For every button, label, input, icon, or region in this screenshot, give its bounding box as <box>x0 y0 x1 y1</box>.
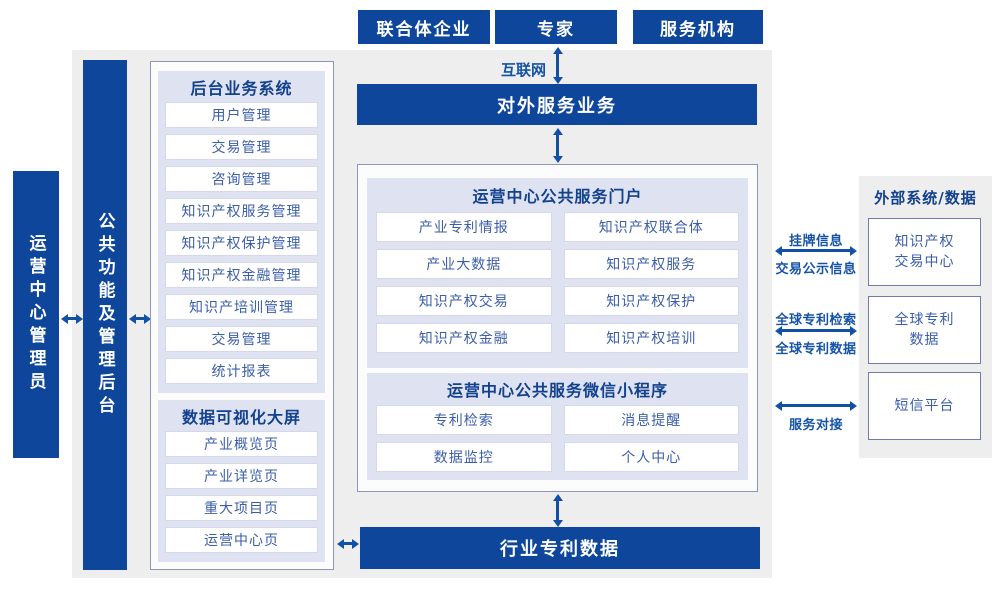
miniprogram-title: 运营中心公共服务微信小程序 <box>446 381 668 400</box>
link-label-service-docking: 服务对接 <box>788 418 843 433</box>
actor-consortium-box: 联合体企业 <box>358 10 490 44</box>
miniprogram-grid: 专利检索 消息提醒 数据监控 个人中心 <box>376 405 739 472</box>
dashboard-item: 产业概览页 <box>165 431 318 457</box>
external-box-ip-trade-center: 知识产权 交易中心 <box>868 218 981 286</box>
portal-item: 知识产权交易 <box>376 286 552 316</box>
portal-item: 知识产权联合体 <box>563 212 739 242</box>
external-box-global-patent-data: 全球专利 数据 <box>868 296 981 364</box>
portal-panel: 运营中心公共服务门户 产业专利情报 知识产权联合体 产业大数据 知识产权服务 知… <box>367 178 748 368</box>
internet-label: 互联网 <box>500 61 546 79</box>
double-arrow-icon-sms <box>782 404 850 407</box>
backend-item: 交易管理 <box>165 326 318 352</box>
backend-system-list: 用户管理 交易管理 咨询管理 知识产权服务管理 知识产权保护管理 知识产权金融管… <box>165 102 318 384</box>
external-service-label: 对外服务业务 <box>497 95 617 117</box>
double-arrow-icon-internet <box>556 54 559 77</box>
backend-item: 知识产权保护管理 <box>165 230 318 256</box>
dashboard-item: 重大项目页 <box>165 495 318 521</box>
portal-item: 知识产权保护 <box>563 286 739 316</box>
actor-expert-label: 专家 <box>537 19 575 40</box>
backend-item: 用户管理 <box>165 102 318 128</box>
link-label-global-patent-search: 全球专利检索 <box>775 313 857 328</box>
external-systems-panel: 外部系统/数据 知识产权 交易中心 全球专利 数据 短信平台 <box>859 176 992 458</box>
portal-item: 知识产权服务 <box>563 249 739 279</box>
operation-admin-box: 运营中心管理员 <box>13 171 59 458</box>
operation-admin-label: 运营中心管理员 <box>25 234 46 395</box>
dashboard-item: 产业详览页 <box>165 463 318 489</box>
industry-patent-data-label: 行业专利数据 <box>500 539 620 560</box>
actor-agency-box: 服务机构 <box>633 10 763 44</box>
dashboard-item: 运营中心页 <box>165 527 318 553</box>
industry-patent-data-bar: 行业专利数据 <box>360 527 760 569</box>
portal-grid: 产业专利情报 知识产权联合体 产业大数据 知识产权服务 知识产权交易 知识产权保… <box>376 212 739 353</box>
double-arrow-icon-backend-system <box>136 317 144 320</box>
actor-expert-box: 专家 <box>495 10 617 44</box>
external-systems-title: 外部系统/数据 <box>874 189 977 207</box>
miniprogram-item: 数据监控 <box>376 442 552 472</box>
double-arrow-icon-admin-backend <box>68 317 76 320</box>
external-service-bar: 对外服务业务 <box>357 84 757 125</box>
miniprogram-item: 个人中心 <box>563 442 739 472</box>
actor-consortium-label: 联合体企业 <box>376 19 472 40</box>
double-arrow-icon-dashboard-patent <box>344 542 352 545</box>
portal-item: 产业专利情报 <box>376 212 552 242</box>
double-arrow-icon-service-portal <box>556 135 559 156</box>
backend-item: 知识产培训管理 <box>165 294 318 320</box>
portal-item: 知识产权培训 <box>563 323 739 353</box>
actor-agency-label: 服务机构 <box>660 19 736 40</box>
miniprogram-panel: 运营中心公共服务微信小程序 专利检索 消息提醒 数据监控 个人中心 <box>367 373 748 480</box>
backend-item: 知识产权金融管理 <box>165 262 318 288</box>
backend-outer-box: 后台业务系统 用户管理 交易管理 咨询管理 知识产权服务管理 知识产权保护管理 … <box>150 61 334 570</box>
dashboard-title: 数据可视化大屏 <box>181 408 301 427</box>
backend-system-title: 后台业务系统 <box>190 79 293 98</box>
backend-item: 统计报表 <box>165 358 318 384</box>
double-arrow-icon-patent-data <box>556 501 559 520</box>
double-arrow-icon-global-patent <box>782 329 850 332</box>
link-label-listing-info: 挂牌信息 <box>788 234 843 249</box>
link-label-trade-publicity: 交易公示信息 <box>775 262 857 277</box>
service-outer-box: 运营中心公共服务门户 产业专利情报 知识产权联合体 产业大数据 知识产权服务 知… <box>357 164 758 492</box>
backend-item: 咨询管理 <box>165 166 318 192</box>
portal-item: 知识产权金融 <box>376 323 552 353</box>
backend-item: 知识产权服务管理 <box>165 198 318 224</box>
public-function-backend-bar: 公共功能及管理后台 <box>83 60 127 570</box>
dashboard-list: 产业概览页 产业详览页 重大项目页 运营中心页 <box>165 431 318 553</box>
portal-item: 产业大数据 <box>376 249 552 279</box>
dashboard-panel: 数据可视化大屏 产业概览页 产业详览页 重大项目页 运营中心页 <box>158 400 325 562</box>
double-arrow-icon-trade-center <box>782 249 850 252</box>
backend-system-panel: 后台业务系统 用户管理 交易管理 咨询管理 知识产权服务管理 知识产权保护管理 … <box>158 71 325 393</box>
link-label-global-patent-data: 全球专利数据 <box>775 342 857 357</box>
miniprogram-item: 专利检索 <box>376 405 552 435</box>
miniprogram-item: 消息提醒 <box>563 405 739 435</box>
public-function-backend-label: 公共功能及管理后台 <box>94 211 115 419</box>
external-box-sms-platform: 短信平台 <box>868 372 981 440</box>
backend-item: 交易管理 <box>165 134 318 160</box>
portal-title: 运营中心公共服务门户 <box>472 187 643 206</box>
